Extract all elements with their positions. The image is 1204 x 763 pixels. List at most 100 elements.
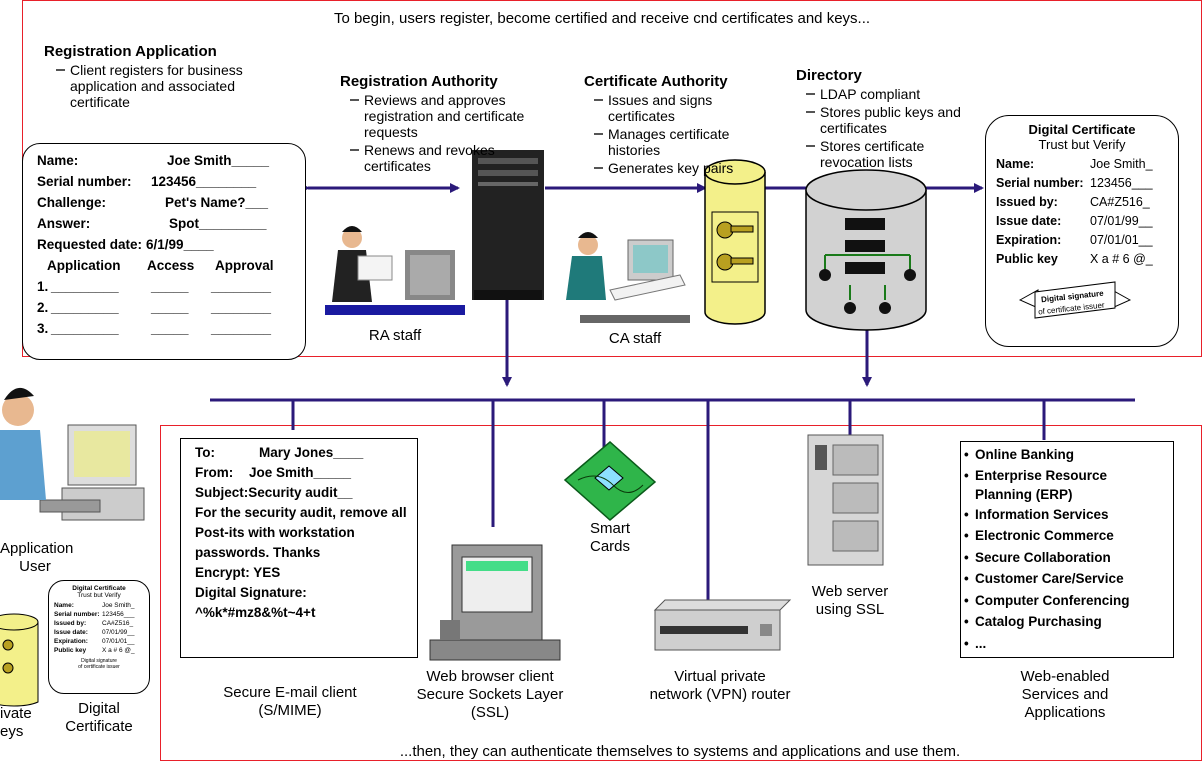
ra-bullet: Renews and revokes certificates	[350, 142, 540, 174]
form-row: 2.______________________	[37, 297, 274, 318]
email-message-box: To:Mary Jones____ From:Joe Smith_____ Su…	[180, 438, 418, 658]
service-item[interactable]: •Secure Collaboration	[964, 549, 1111, 565]
row-access[interactable]: _____	[151, 279, 189, 294]
email-subject-value[interactable]: Security audit__	[248, 485, 353, 500]
ca-key-database-icon	[704, 159, 766, 325]
smartcard-caption-line1: Smart	[589, 520, 630, 537]
email-from-value[interactable]: Joe Smith_____	[249, 465, 352, 480]
registration-app-section: Registration Application Client register…	[44, 43, 274, 110]
small-certificate-card: Digital Certificate Trust but Verify Nam…	[48, 580, 150, 694]
services-caption-line2: Services and	[1021, 686, 1109, 703]
browser-caption-line1: Web browser client	[426, 668, 554, 685]
cert-label: Expiration:	[996, 233, 1062, 247]
col-access-header: Access	[147, 258, 195, 273]
smartcard-caption: Smart Cards	[570, 520, 650, 556]
small-cert-value: X a # 6 @_	[102, 647, 135, 654]
form-answer-value[interactable]: Spot_________	[169, 216, 267, 231]
browser-caption-line2: Secure Sockets Layer	[416, 686, 564, 703]
service-item[interactable]: •Electronic Commerce	[964, 528, 1114, 543]
cert-value: CA#Z516_	[1090, 195, 1150, 209]
email-caption: Secure E-mail client (S/MIME)	[180, 684, 400, 720]
form-serial-label: Serial number:	[37, 174, 132, 189]
small-cert-value: Joe Smith_	[102, 602, 135, 609]
small-cert-label: Serial number:	[54, 611, 100, 618]
row-approval[interactable]: ________	[211, 300, 272, 315]
row-access[interactable]: _____	[151, 321, 189, 336]
cert-label: Name:	[996, 157, 1035, 171]
ca-staff-icon	[566, 232, 690, 323]
email-to-value[interactable]: Mary Jones____	[259, 445, 364, 460]
small-cert-value: CA#Z516_	[102, 620, 134, 627]
ra-server-icon	[472, 150, 544, 300]
service-item[interactable]: •Customer Care/Service	[964, 571, 1124, 586]
row-application[interactable]: _________	[51, 321, 119, 336]
services-caption-line3: Applications	[1024, 704, 1106, 721]
cert-value: 07/01/01__	[1090, 233, 1153, 247]
vpn-caption: Virtual private network (VPN) router	[620, 668, 820, 704]
col-application-header: Application	[47, 258, 121, 273]
email-subject-label: Subject:	[195, 485, 249, 500]
ra-bullet: Reviews and approves registration and ce…	[350, 92, 540, 140]
row-number: 1.	[37, 279, 49, 294]
private-keys-icon	[0, 613, 39, 707]
directory-bullet: Stores certificate revocation lists	[806, 138, 976, 170]
private-keys-label: ivate eys	[0, 705, 38, 741]
cert-label: Issue date:	[996, 214, 1062, 228]
registration-form: Name:Joe Smith_____ Serial number:123456…	[22, 143, 306, 360]
directory-database-icon	[805, 169, 927, 331]
small-cert-value: 123456___	[102, 611, 135, 618]
service-item[interactable]: •Enterprise Resource Planning (ERP)	[964, 467, 1108, 502]
smart-card-icon	[563, 441, 657, 521]
browser-caption-line3: (SSL)	[470, 704, 510, 721]
small-cert-label: Name:	[54, 602, 74, 609]
small-cert-title: Digital Certificate	[72, 585, 126, 592]
small-cert-signature-2: of certificate issuer	[78, 664, 120, 670]
form-requested-value[interactable]: 6/1/99____	[146, 237, 214, 252]
form-answer-label: Answer:	[37, 216, 91, 231]
small-cert-label: Expiration:	[54, 638, 88, 645]
form-challenge-value[interactable]: Pet's Name?___	[165, 195, 269, 210]
application-user-icon	[0, 387, 145, 521]
row-number: 3.	[37, 321, 49, 336]
bottom-frame	[160, 425, 1202, 761]
ra-title: Registration Authority	[340, 73, 498, 90]
email-caption-line1: Secure E-mail client	[223, 684, 357, 701]
digital-certificate-card: Digital Certificate Trust but Verify Nam…	[985, 115, 1179, 347]
directory-section: Directory LDAP compliant Stores public k…	[796, 67, 976, 170]
directory-bullet: LDAP compliant	[806, 86, 976, 102]
service-item[interactable]: •...	[964, 635, 987, 651]
service-item[interactable]: •Information Services	[964, 506, 1109, 522]
cert-value: 123456___	[1090, 176, 1153, 190]
form-name-value[interactable]: Joe Smith_____	[167, 153, 270, 168]
service-item[interactable]: •Catalog Purchasing	[964, 614, 1102, 629]
vpn-caption-line2: network (VPN) router	[649, 686, 791, 703]
webserver-caption: Web server using SSL	[790, 583, 910, 619]
row-approval[interactable]: ________	[211, 279, 272, 294]
row-access[interactable]: _____	[151, 300, 189, 315]
registration-app-bullet: Client registers for business applicatio…	[56, 62, 274, 110]
keys-label-line1: ivate	[0, 705, 32, 722]
email-body[interactable]: For the security audit, remove all Post-…	[195, 505, 407, 560]
webserver-caption-line1: Web server	[811, 583, 889, 600]
row-application[interactable]: _________	[51, 279, 119, 294]
service-item[interactable]: •Online Banking	[964, 447, 1075, 462]
ca-staff-label: CA staff	[608, 330, 662, 347]
services-caption-line1: Web-enabled	[1020, 668, 1110, 685]
user-label-line1: Application	[0, 540, 74, 557]
form-serial-value[interactable]: 123456________	[151, 174, 257, 189]
email-caption-line2: (S/MIME)	[258, 702, 322, 719]
col-approval-header: Approval	[215, 258, 274, 273]
row-approval[interactable]: ________	[211, 321, 272, 336]
ca-bullet: Manages certificate histories	[594, 126, 754, 158]
left-cert-label-line1: Digital	[78, 700, 120, 717]
service-item[interactable]: •Computer Conferencing	[964, 592, 1130, 608]
webserver-caption-line2: using SSL	[815, 601, 885, 618]
cert-subtitle: Trust but Verify	[1038, 137, 1126, 152]
row-application[interactable]: _________	[51, 300, 119, 315]
cert-value: Joe Smith_	[1090, 157, 1153, 171]
left-cert-label: Digital Certificate	[44, 700, 154, 736]
ca-title: Certificate Authority	[584, 73, 728, 90]
ca-bullet: Issues and signs certificates	[594, 92, 754, 124]
directory-title: Directory	[796, 67, 862, 84]
